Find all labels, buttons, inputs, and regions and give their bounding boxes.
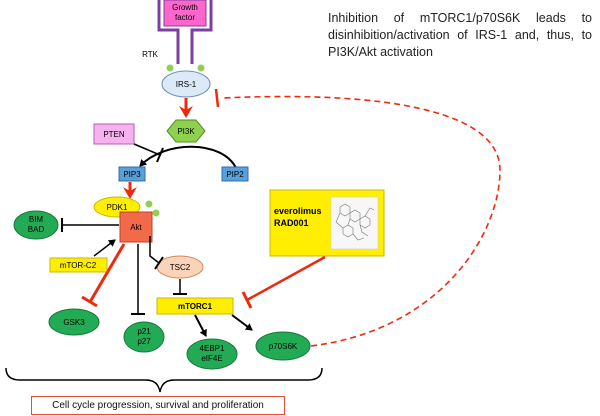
akt-node	[119, 211, 153, 243]
p70s6k-feedback-inhibition-loop	[221, 95, 501, 347]
growth-factor-receptor: Growth factor RTK	[142, 0, 213, 64]
rtk-label: RTK	[142, 50, 159, 59]
bim-bad-node	[13, 210, 59, 240]
akt-inhibits-gsk3-bar	[81, 295, 98, 308]
mtorc1-activates-p70s6k-arrow	[231, 314, 253, 331]
growth-factor-box	[163, 0, 207, 27]
drug-name-label: everolimus	[274, 206, 322, 216]
outcome-brace	[5, 367, 323, 393]
mtorc2-label: mTOR-C2	[60, 261, 97, 270]
phospho-dot	[166, 64, 174, 72]
eif4e-label: eIF4E	[201, 354, 222, 363]
mtorc1-label: mTORC1	[178, 302, 213, 311]
phospho-dot	[145, 200, 153, 208]
p70s6k-node	[255, 331, 311, 361]
bim-label: BIM	[29, 215, 44, 224]
akt-inhibits-tsc2-line	[149, 236, 160, 264]
mtorc2-activates-akt-arrow	[93, 239, 116, 257]
diagram-caption: Inhibition of mTORC1/p70S6K leads to dis…	[328, 11, 592, 59]
pdk1-label: PDK1	[107, 203, 128, 212]
pten-inhibit-bar	[156, 147, 164, 163]
pip2-label: PIP2	[226, 170, 244, 179]
growth-factor-label-1: Growth	[172, 3, 198, 12]
4ebp1-eif4e-node	[186, 338, 238, 370]
tsc2-label: TSC2	[170, 263, 191, 272]
irs1-node	[161, 70, 211, 98]
pten-inhibits-line	[133, 143, 161, 156]
p70s6k-label: p70S6K	[269, 342, 298, 351]
akt-inhibits-tsc2-bar	[154, 256, 164, 270]
pip2-node	[221, 166, 249, 182]
akt-label: Akt	[130, 223, 142, 232]
p27-label: p27	[137, 337, 151, 346]
4ebp1-label: 4EBP1	[200, 344, 225, 353]
rtk-right-arm	[190, 0, 213, 64]
mtorc2-node	[49, 257, 108, 273]
pip3-node	[118, 166, 146, 182]
growth-factor-label-2: factor	[175, 13, 195, 22]
drug-code-label: RAD001	[274, 218, 309, 228]
chemical-structure-image	[330, 196, 379, 250]
pi3k-label: PI3K	[177, 127, 195, 136]
gsk3-label: GSK3	[63, 318, 85, 327]
outcome-box: Cell cycle progression, survival and pro…	[31, 396, 285, 415]
everolimus-inhibits-mtorc1-line	[246, 255, 326, 302]
p21-label: p21	[137, 327, 151, 336]
pten-node	[93, 123, 135, 145]
feedback-inhibit-bar	[214, 88, 220, 108]
pip2-to-pip3-arc	[139, 145, 237, 169]
molecule-sketch	[335, 203, 375, 241]
pi3k-node	[166, 119, 206, 143]
rtk-left-arm	[157, 0, 180, 64]
akt-inhibits-gsk3-line	[88, 243, 126, 303]
p21-p27-node	[123, 321, 165, 353]
pip3-label: PIP3	[123, 170, 141, 179]
pten-label: PTEN	[103, 130, 125, 139]
mtorc1-node	[156, 297, 234, 315]
mtorc1-activates-4ebp1-arrow	[194, 314, 207, 337]
phospho-dot	[197, 64, 205, 72]
irs1-label: IRS-1	[176, 80, 197, 89]
gsk3-node	[48, 308, 100, 336]
bad-label: BAD	[28, 225, 45, 234]
everolimus-inhibits-mtorc1-bar	[241, 291, 253, 309]
phospho-dot	[152, 209, 160, 217]
